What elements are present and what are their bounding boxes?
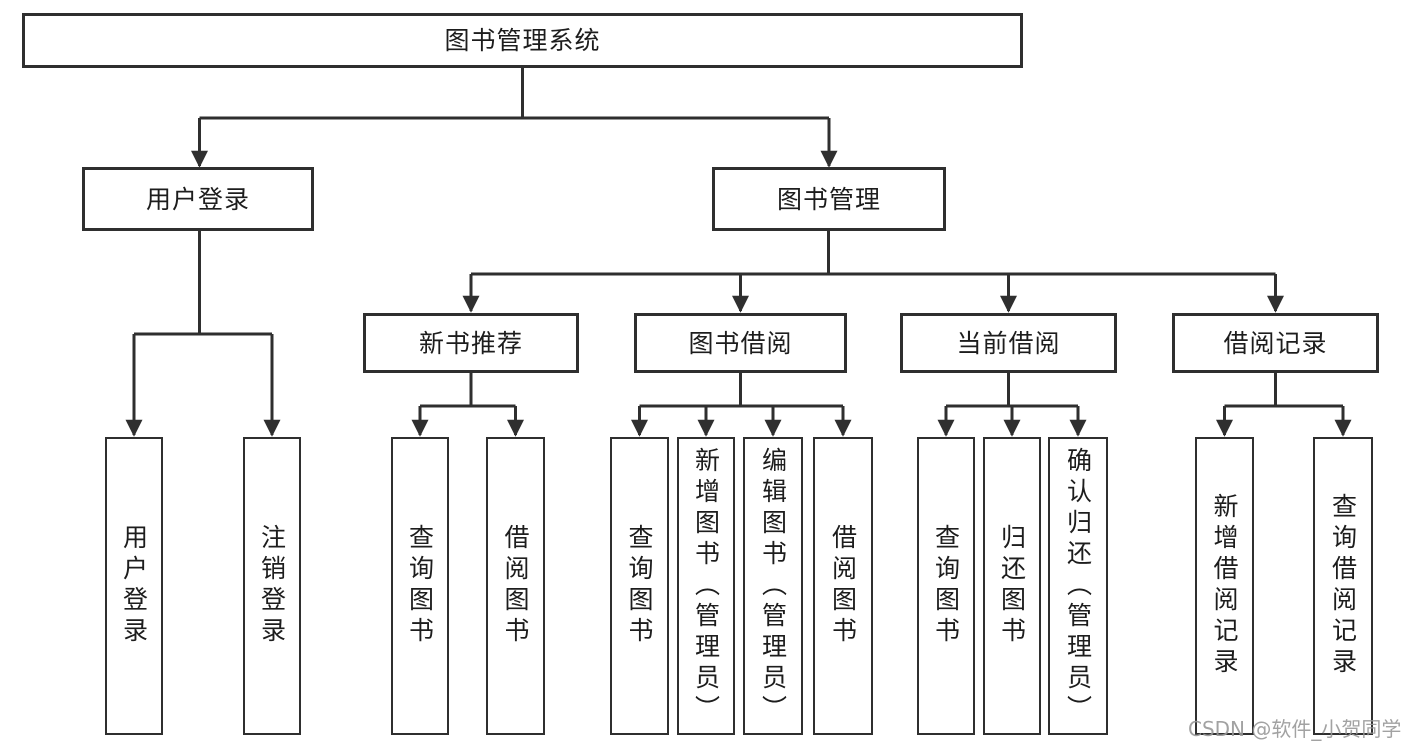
node-label: 图书管理 <box>776 184 881 214</box>
leaf-label: 查询借阅记录 <box>1328 493 1358 679</box>
leaf-label: 查询图书 <box>405 524 435 648</box>
leaf-borrow-add-books-admin: 新增图书（管理员） <box>677 437 735 735</box>
connector-current-borrow-trunk <box>946 373 1078 408</box>
connector-borrow-records-trunk <box>1224 373 1343 408</box>
leaf-label: 注销登录 <box>257 524 287 648</box>
leaf-records-add-record: 新增借阅记录 <box>1195 437 1254 735</box>
leaf-label: 归还图书 <box>997 524 1027 648</box>
connector-book-borrow-to-leaves <box>631 373 852 437</box>
leaf-records-query-record: 查询借阅记录 <box>1313 437 1373 735</box>
leaf-borrow-borrow-books: 借阅图书 <box>813 437 873 735</box>
leaf-borrow-edit-books-admin: 编辑图书（管理员） <box>743 437 803 735</box>
connector-user-login-trunk <box>134 231 272 336</box>
connector-user-login-to-leaves <box>125 231 281 437</box>
connector-root-trunk <box>199 68 829 120</box>
node-label: 图书管理系统 <box>444 26 601 55</box>
node-current-borrow: 当前借阅 <box>900 313 1117 373</box>
leaf-label: 编辑图书（管理员） <box>758 446 788 726</box>
leaf-logout-login: 注销登录 <box>243 437 301 735</box>
node-library-management-system: 图书管理系统 <box>22 13 1023 68</box>
node-book-borrow: 图书借阅 <box>634 313 847 373</box>
node-label: 当前借阅 <box>956 328 1061 358</box>
connector-borrow-records-to-leaves <box>1216 373 1352 437</box>
leaf-label: 借阅图书 <box>828 524 858 648</box>
leaf-label: 查询图书 <box>625 524 654 648</box>
node-label: 借阅记录 <box>1223 328 1328 358</box>
leaf-newbook-query-books: 查询图书 <box>391 437 449 735</box>
leaf-label: 借阅图书 <box>501 524 530 648</box>
connector-root-to-level2 <box>191 68 838 168</box>
connector-new-book-recommend-to-leaves <box>411 373 524 437</box>
leaf-user-login: 用户登录 <box>105 437 163 735</box>
leaf-current-confirm-return-admin: 确认归还（管理员） <box>1048 437 1108 735</box>
connector-book-management-trunk <box>471 231 1276 276</box>
leaf-current-return-books: 归还图书 <box>983 437 1041 735</box>
leaf-label: 新增借阅记录 <box>1210 493 1239 679</box>
connector-current-borrow-to-leaves <box>937 373 1087 437</box>
leaf-label: 用户登录 <box>119 524 149 648</box>
leaf-label: 查询图书 <box>931 524 961 648</box>
node-borrow-records: 借阅记录 <box>1172 313 1379 373</box>
node-label: 用户登录 <box>145 184 250 214</box>
node-user-login: 用户登录 <box>82 167 314 231</box>
watermark-csdn: CSDN @软件_小贺同学 <box>1188 717 1402 741</box>
node-book-management: 图书管理 <box>712 167 946 231</box>
leaf-label: 新增图书（管理员） <box>691 446 721 726</box>
leaf-label: 确认归还（管理员） <box>1063 446 1093 726</box>
node-label: 新书推荐 <box>418 328 523 358</box>
leaf-newbook-borrow-books: 借阅图书 <box>486 437 545 735</box>
connector-new-book-trunk <box>420 373 516 408</box>
leaf-current-query-books: 查询图书 <box>917 437 975 735</box>
connector-book-borrow-trunk <box>639 373 843 408</box>
leaf-borrow-query-books: 查询图书 <box>610 437 669 735</box>
node-label: 图书借阅 <box>688 328 793 358</box>
node-new-book-recommend: 新书推荐 <box>363 313 579 373</box>
connector-book-management-to-level3 <box>462 231 1284 313</box>
